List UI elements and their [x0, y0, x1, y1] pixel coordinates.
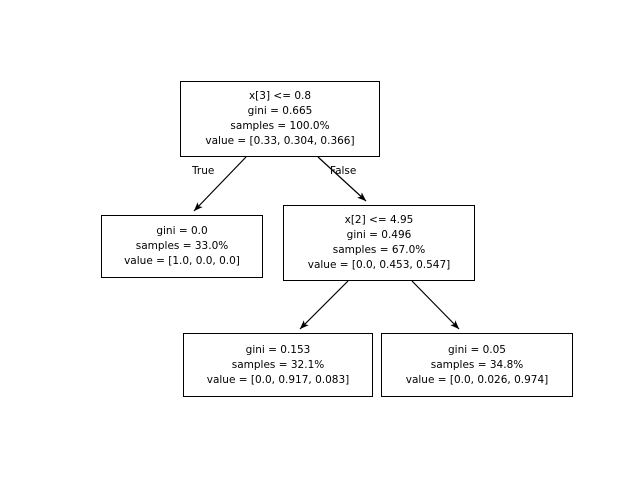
- node-leaf-right-bottom-value: value = [0.0, 0.026, 0.974]: [405, 373, 549, 386]
- node-leaf-right-bottom-samples: samples = 34.8%: [430, 358, 524, 371]
- node-left-leaf-samples: samples = 33.0%: [135, 240, 229, 252]
- node-root-samples: samples = 100.0%: [230, 120, 330, 132]
- node-right-split-condition: x[2] <= 4.95: [344, 214, 414, 226]
- node-root-condition: x[3] <= 0.8: [248, 90, 312, 102]
- node-leaf-left-bottom-gini: gini = 0.153: [245, 343, 311, 356]
- node-left-leaf-value: value = [1.0, 0.0, 0.0]: [124, 255, 240, 267]
- tree-node-leaf-right-bottom[interactable]: gini = 0.05 samples = 34.8% value = [0.0…: [381, 333, 573, 397]
- tree-node-root[interactable]: x[3] <= 0.8 gini = 0.665 samples = 100.0…: [180, 81, 380, 157]
- edge-label-true: True: [192, 165, 215, 177]
- edge-right-split-to-leaf-right-bottom: [411, 280, 460, 330]
- edge-right-split-to-leaf-left-bottom: [299, 280, 349, 330]
- tree-node-right-split[interactable]: x[2] <= 4.95 gini = 0.496 samples = 67.0…: [283, 205, 475, 281]
- edge-root-to-right-split: [317, 156, 367, 202]
- node-right-split-value: value = [0.0, 0.453, 0.547]: [307, 259, 451, 271]
- node-left-leaf-gini: gini = 0.0: [156, 225, 208, 237]
- tree-node-left-leaf[interactable]: gini = 0.0 samples = 33.0% value = [1.0,…: [101, 215, 263, 278]
- node-leaf-left-bottom-samples: samples = 32.1%: [231, 358, 325, 371]
- node-leaf-left-bottom-value: value = [0.0, 0.917, 0.083]: [206, 373, 350, 386]
- node-right-split-gini: gini = 0.496: [346, 229, 412, 241]
- edge-label-false: False: [330, 165, 357, 177]
- node-right-split-samples: samples = 67.0%: [332, 244, 426, 256]
- node-root-gini: gini = 0.665: [247, 105, 313, 117]
- tree-node-leaf-left-bottom[interactable]: gini = 0.153 samples = 32.1% value = [0.…: [183, 333, 373, 397]
- node-root-value: value = [0.33, 0.304, 0.366]: [205, 135, 355, 147]
- node-leaf-right-bottom-gini: gini = 0.05: [447, 343, 506, 356]
